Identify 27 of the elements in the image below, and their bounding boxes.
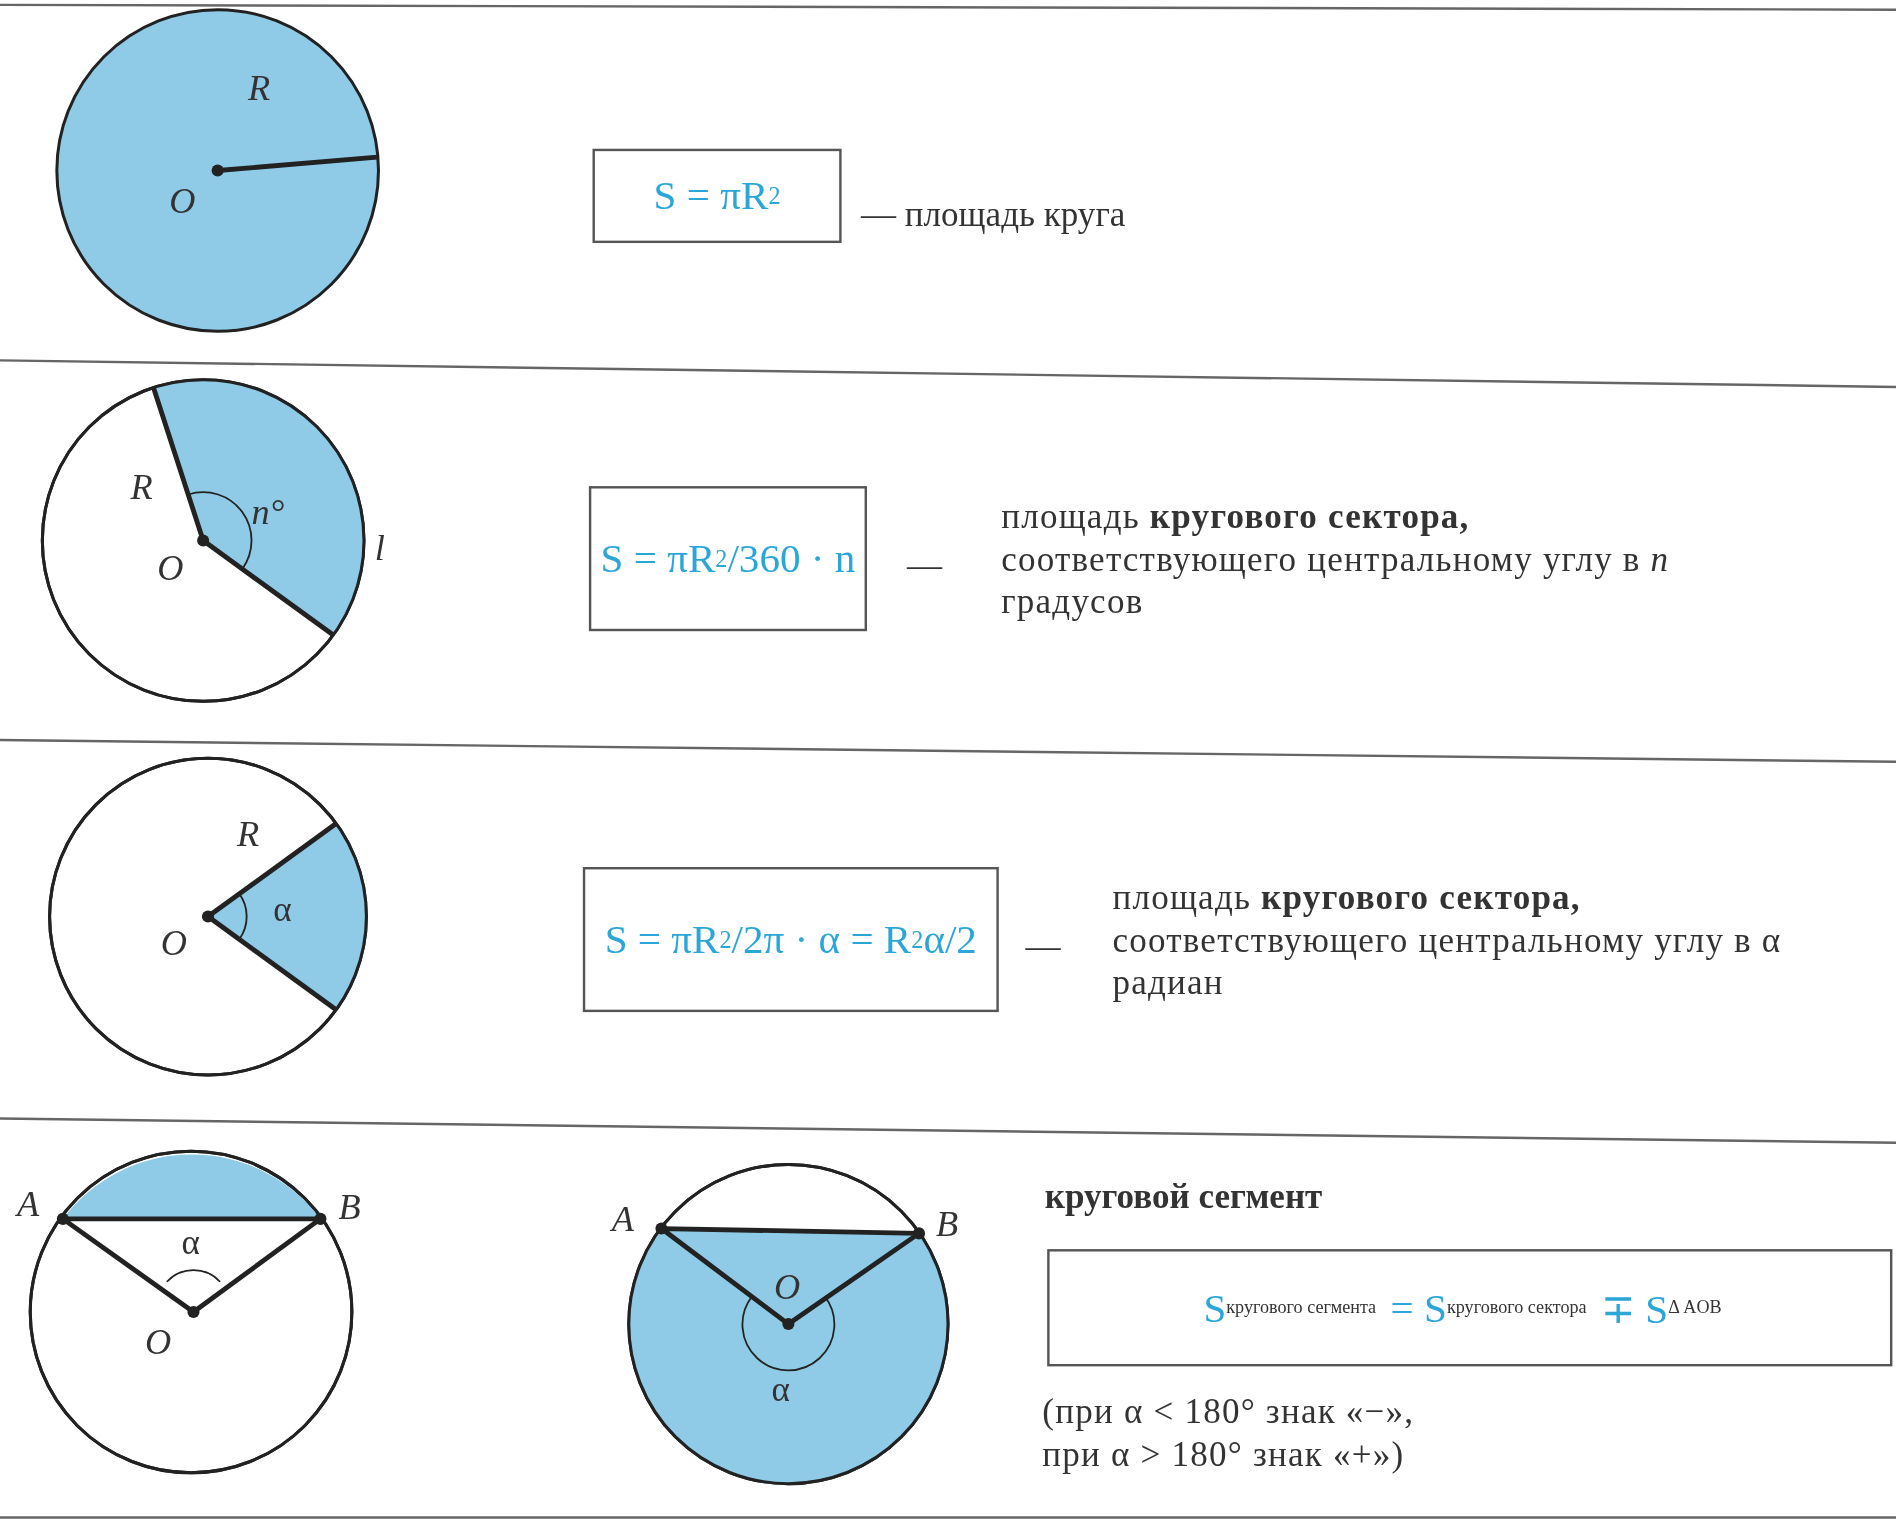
- point-label: B: [338, 1185, 361, 1229]
- arc-label: l: [374, 526, 385, 570]
- angle-label: α: [771, 1369, 790, 1411]
- point-label: O: [157, 546, 184, 590]
- heading-text: круговой сегмент: [1044, 1175, 1323, 1218]
- point-label: O: [145, 1320, 172, 1364]
- angle-label: α: [273, 888, 292, 931]
- point-label: O: [773, 1265, 801, 1308]
- point-label: O: [160, 921, 188, 965]
- point-label: O: [169, 179, 196, 223]
- angle-label: α: [181, 1221, 200, 1264]
- angle-label: n°: [251, 489, 285, 533]
- note-text: (при α < 180° знак «−», при α > 180° знак «+»): [1042, 1390, 1416, 1475]
- description-text: площадь кругового сектора, соответствующего центральному углу в α радиан: [1112, 876, 1783, 1003]
- point-label: A: [16, 1182, 40, 1226]
- description-text: — площадь круга: [860, 193, 1126, 236]
- point-label: B: [935, 1202, 959, 1246]
- formula-box: S = πR$^{2}$/2π · α = R$^{2}$α/2: [582, 867, 999, 1013]
- dash: —: [1025, 925, 1061, 967]
- formula-box: S = πR$^{2}$/360 · n: [588, 486, 867, 632]
- dash: —: [906, 544, 942, 587]
- radius-label: R: [237, 812, 260, 856]
- radius-label: R: [130, 465, 153, 509]
- radius-label: R: [247, 66, 271, 110]
- point-label: A: [611, 1197, 634, 1241]
- description-text: площадь кругового сектора, соответствующего центральному углу в n градусов: [1001, 496, 1671, 622]
- formula-box: S = πR$^{2}$: [592, 148, 842, 244]
